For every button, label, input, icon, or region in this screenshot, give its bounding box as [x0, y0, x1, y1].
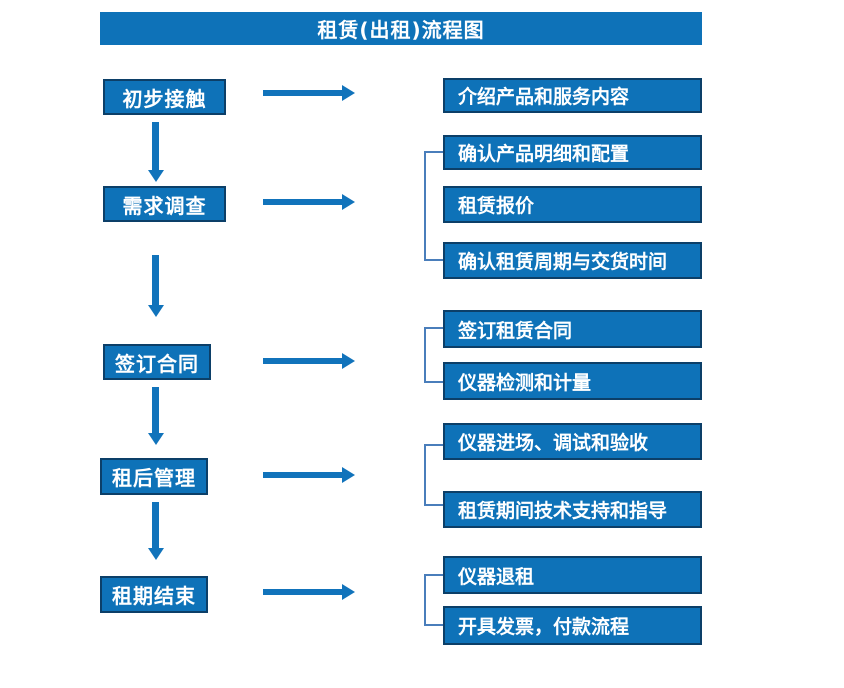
flow-arrow-horizontal-4 — [263, 467, 355, 483]
stage-box-requirements-survey: 需求调查 — [103, 186, 226, 222]
output-box-confirm-rental-period: 确认租赁周期与交货时间 — [443, 242, 702, 279]
flow-arrow-horizontal-3 — [263, 353, 355, 369]
flow-arrow-vertical-4 — [148, 502, 164, 560]
bracket-connector-group-4 — [424, 444, 443, 506]
output-box-confirm-product-details: 确认产品明细和配置 — [443, 135, 702, 170]
stage-box-contract-signing: 签订合同 — [103, 344, 211, 380]
output-box-introduce-products: 介绍产品和服务内容 — [443, 78, 702, 113]
bracket-connector-group-3 — [424, 327, 443, 383]
flow-arrow-horizontal-1 — [263, 85, 355, 101]
flow-arrow-vertical-3 — [148, 387, 164, 445]
output-box-invoice-payment: 开具发票，付款流程 — [443, 606, 702, 645]
output-box-sign-rental-contract: 签订租赁合同 — [443, 310, 702, 348]
stage-box-post-rental-management: 租后管理 — [100, 458, 208, 495]
bracket-connector-group-5 — [424, 574, 443, 626]
output-box-instrument-testing: 仪器检测和计量 — [443, 362, 702, 400]
stage-box-initial-contact: 初步接触 — [103, 79, 226, 115]
flow-arrow-horizontal-5 — [263, 584, 355, 600]
output-box-instrument-return: 仪器退租 — [443, 556, 702, 594]
flow-arrow-vertical-2 — [148, 255, 164, 317]
output-box-rental-quote: 租赁报价 — [443, 186, 702, 223]
flow-arrow-horizontal-2 — [263, 194, 355, 210]
bracket-connector-group-2 — [424, 151, 443, 261]
output-box-technical-support: 租赁期间技术支持和指导 — [443, 491, 702, 528]
flowchart-title: 租赁(出租)流程图 — [100, 12, 702, 45]
stage-box-rental-end: 租期结束 — [100, 576, 208, 613]
output-box-instrument-setup-acceptance: 仪器进场、调试和验收 — [443, 423, 702, 460]
flow-arrow-vertical-1 — [148, 122, 164, 182]
